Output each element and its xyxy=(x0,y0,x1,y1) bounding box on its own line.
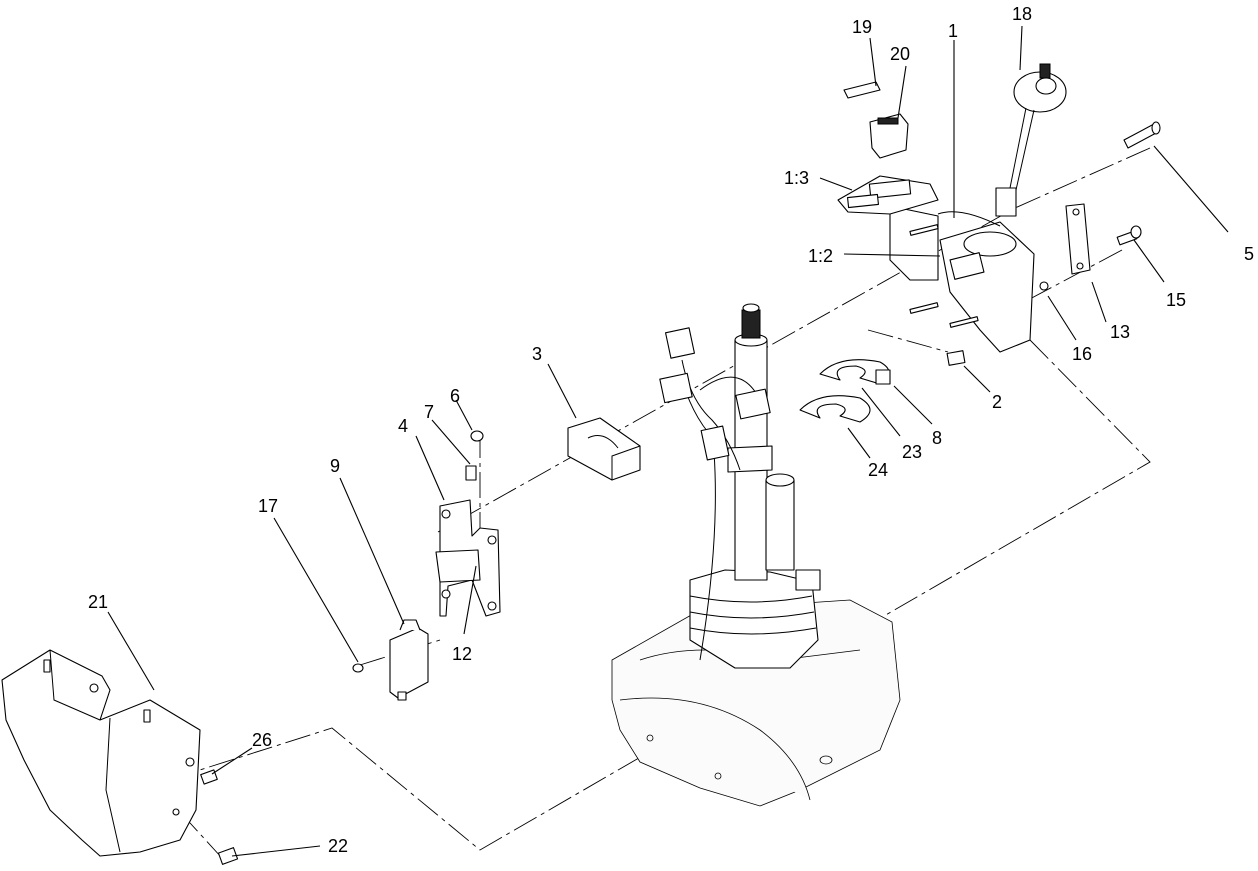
part-1-console xyxy=(889,205,1035,353)
steering-column xyxy=(727,303,821,591)
base-housing xyxy=(611,599,901,807)
callout-18: 18 xyxy=(1012,4,1032,24)
callout-1-3: 1:3 xyxy=(784,168,809,188)
part-4-12-bracket xyxy=(435,499,501,617)
callout-2: 2 xyxy=(992,392,1002,412)
callout-16: 16 xyxy=(1072,344,1092,364)
part-20-switch xyxy=(869,113,909,159)
callout-23: 23 xyxy=(902,442,922,462)
callout-19: 19 xyxy=(852,17,872,37)
callout-8: 8 xyxy=(932,428,942,448)
callout-12: 12 xyxy=(452,644,472,664)
callout-7: 7 xyxy=(424,402,434,422)
callout-21: 21 xyxy=(88,592,108,612)
callout-9: 9 xyxy=(330,456,340,476)
part-5-bolt xyxy=(1123,121,1161,149)
callout-17: 17 xyxy=(258,496,278,516)
part-9-module xyxy=(389,619,429,701)
callout-20: 20 xyxy=(890,44,910,64)
part-8-clip xyxy=(875,369,891,385)
part-22-bolt xyxy=(217,847,239,865)
part-23-ring xyxy=(819,359,890,385)
part-2-clip xyxy=(946,350,966,366)
part-13-plate xyxy=(1065,203,1091,275)
part-24-ring xyxy=(799,395,871,423)
part-1-3-plate xyxy=(837,175,939,215)
callout-1: 1 xyxy=(948,21,958,41)
callout-22: 22 xyxy=(328,836,348,856)
callout-13: 13 xyxy=(1110,322,1130,342)
part-3-bracket xyxy=(567,417,641,481)
callout-15: 15 xyxy=(1166,290,1186,310)
part-7-clip xyxy=(465,465,477,481)
part-15-screw xyxy=(1116,225,1142,246)
part-6-nut xyxy=(470,430,484,442)
callout-26: 26 xyxy=(252,730,272,750)
part-21-shroud xyxy=(1,649,201,857)
part-16-nut xyxy=(1039,281,1049,291)
part-17-screw xyxy=(352,663,364,673)
part-19-cap xyxy=(843,81,881,99)
callout-3: 3 xyxy=(532,344,542,364)
callout-labels: 1 1:2 1:3 2 3 4 5 6 7 8 9 12 13 15 16 17… xyxy=(88,4,1254,856)
callout-5: 5 xyxy=(1244,244,1254,264)
callout-1-2: 1:2 xyxy=(808,246,833,266)
callout-6: 6 xyxy=(450,386,460,406)
wire-harness xyxy=(659,327,771,661)
callout-24: 24 xyxy=(868,460,888,480)
part-18-key-switch xyxy=(995,63,1067,217)
console-pins xyxy=(909,224,979,328)
callout-4: 4 xyxy=(398,416,408,436)
leader-lines xyxy=(107,25,1229,857)
